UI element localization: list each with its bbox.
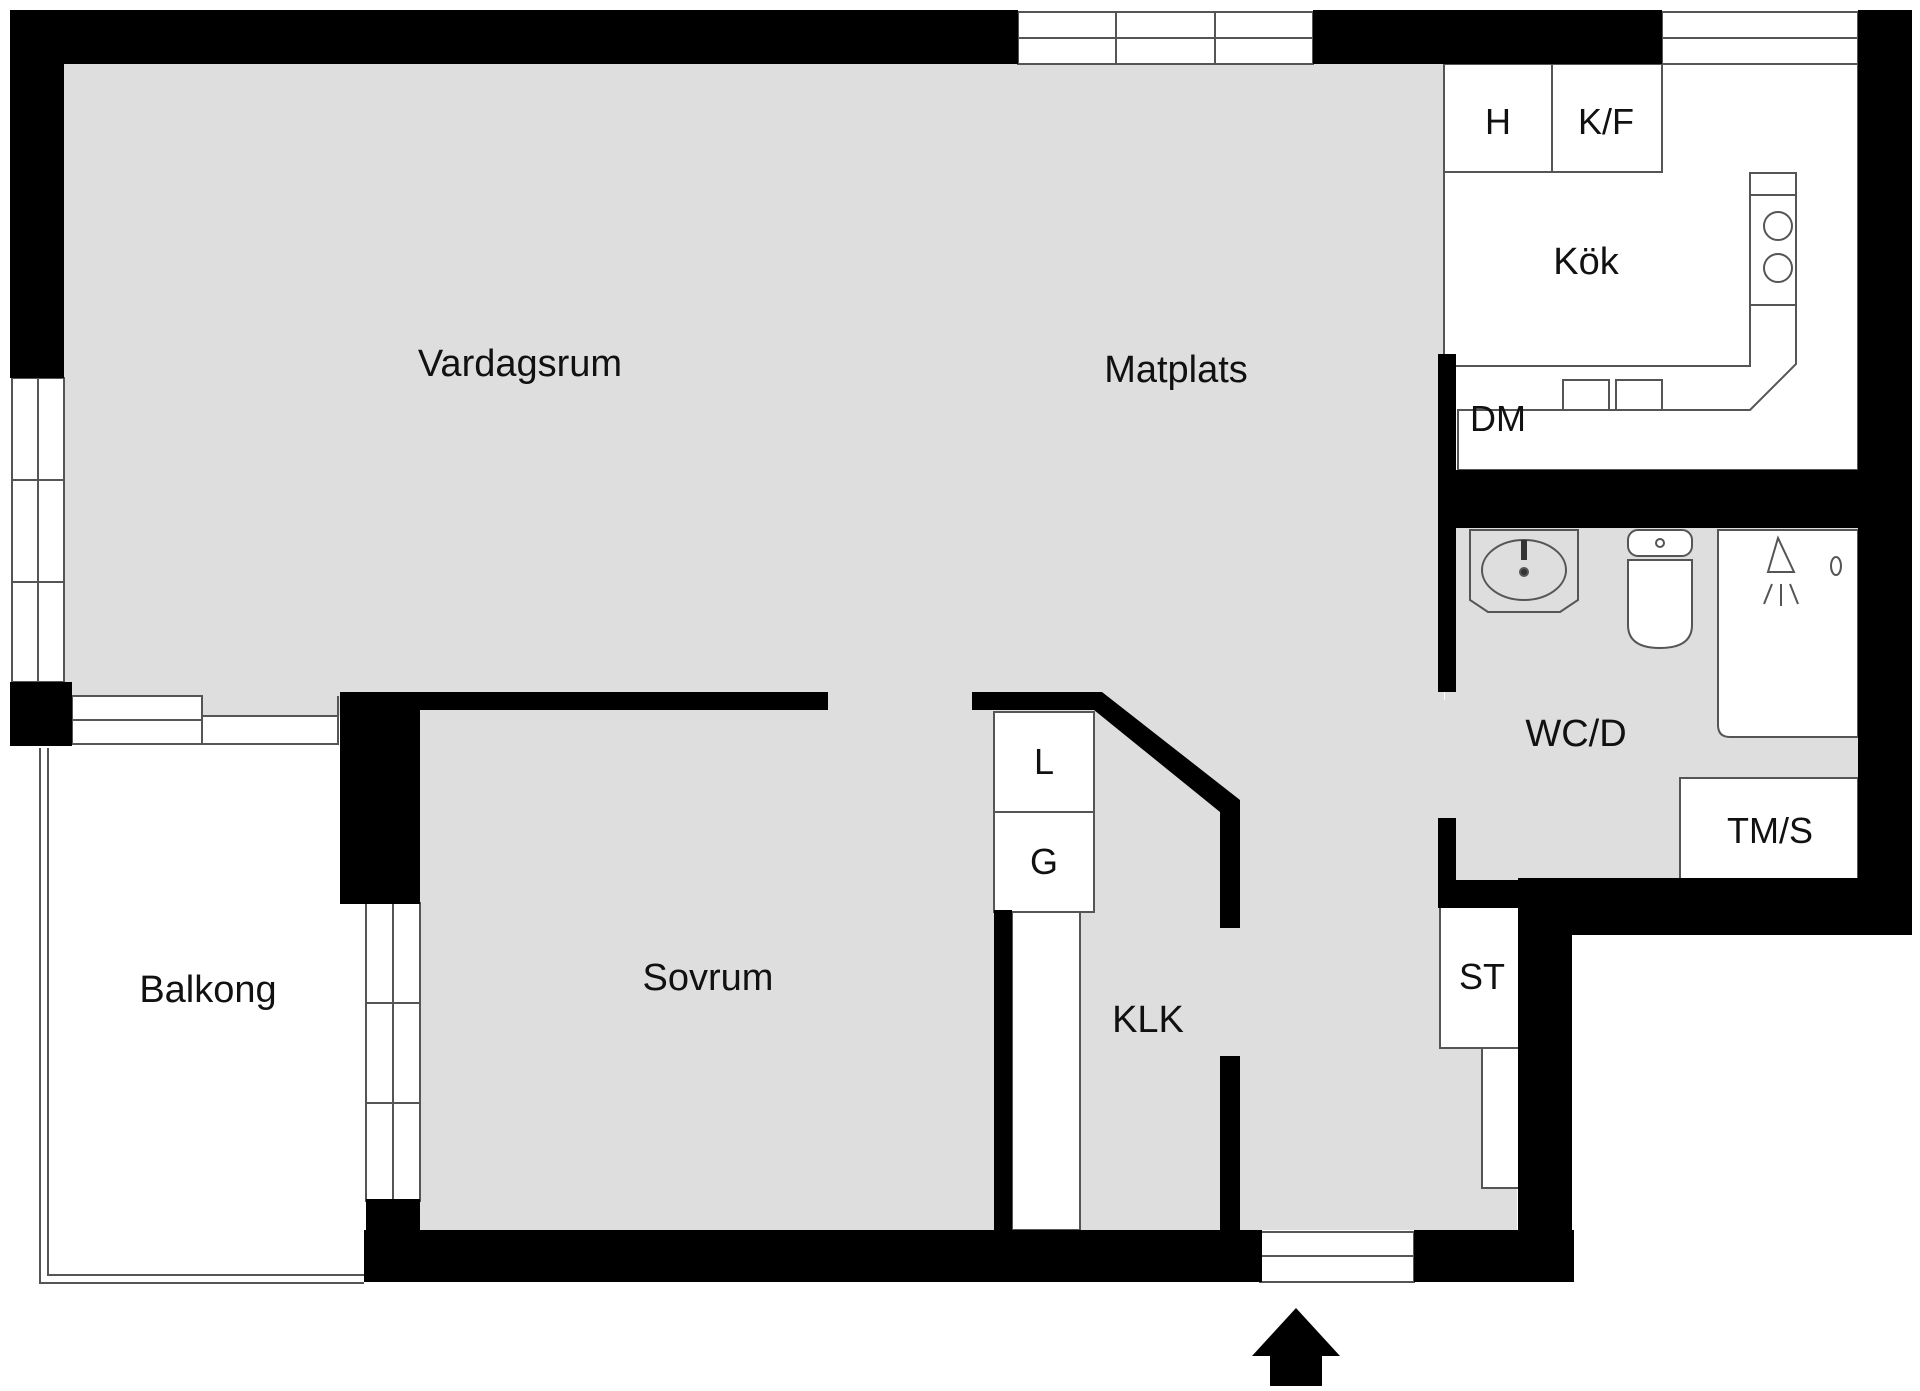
sink-icon [1469, 529, 1579, 613]
fixture-labels: H K/F DM L G ST TM/S [1030, 101, 1813, 997]
room-label-kok: Kök [1553, 241, 1619, 283]
fixture-label-tms: TM/S [1727, 810, 1813, 851]
room-label-matplats: Matplats [1104, 349, 1248, 391]
wardrobe-box [1011, 911, 1081, 1231]
fixture-label-g: G [1030, 841, 1058, 882]
balcony [39, 748, 364, 1284]
entrance-arrow-icon [1252, 1308, 1340, 1386]
fixture-kf-box [1551, 63, 1663, 173]
fixture-label-dm: DM [1470, 398, 1526, 439]
fixture-h-box [1443, 63, 1553, 173]
room-label-vardagsrum: Vardagsrum [418, 343, 622, 385]
room-label-sovrum: Sovrum [643, 957, 774, 999]
kitchen-counters [1443, 63, 1859, 471]
room-label-klk: KLK [1112, 999, 1184, 1041]
room-labels: Vardagsrum Matplats Kök Sovrum Balkong K… [139, 241, 1626, 1041]
dishwasher-knob [1562, 379, 1610, 411]
fixture-label-l: L [1034, 741, 1054, 782]
fixture-label-st: ST [1459, 956, 1505, 997]
toilet-icon [1627, 529, 1693, 650]
fixture-l-box [993, 711, 1095, 813]
fixture-label-h: H [1485, 101, 1511, 142]
fixture-label-kf: K/F [1578, 101, 1634, 142]
room-label-balkong: Balkong [139, 969, 276, 1011]
storage-fixtures [993, 711, 1859, 1231]
stove-icon [1749, 194, 1797, 306]
fixture-g-box [993, 811, 1095, 913]
shower-icon [1717, 529, 1859, 738]
walls [10, 10, 1912, 1282]
windows [11, 11, 1859, 1283]
room-label-wcd: WC/D [1525, 713, 1626, 755]
